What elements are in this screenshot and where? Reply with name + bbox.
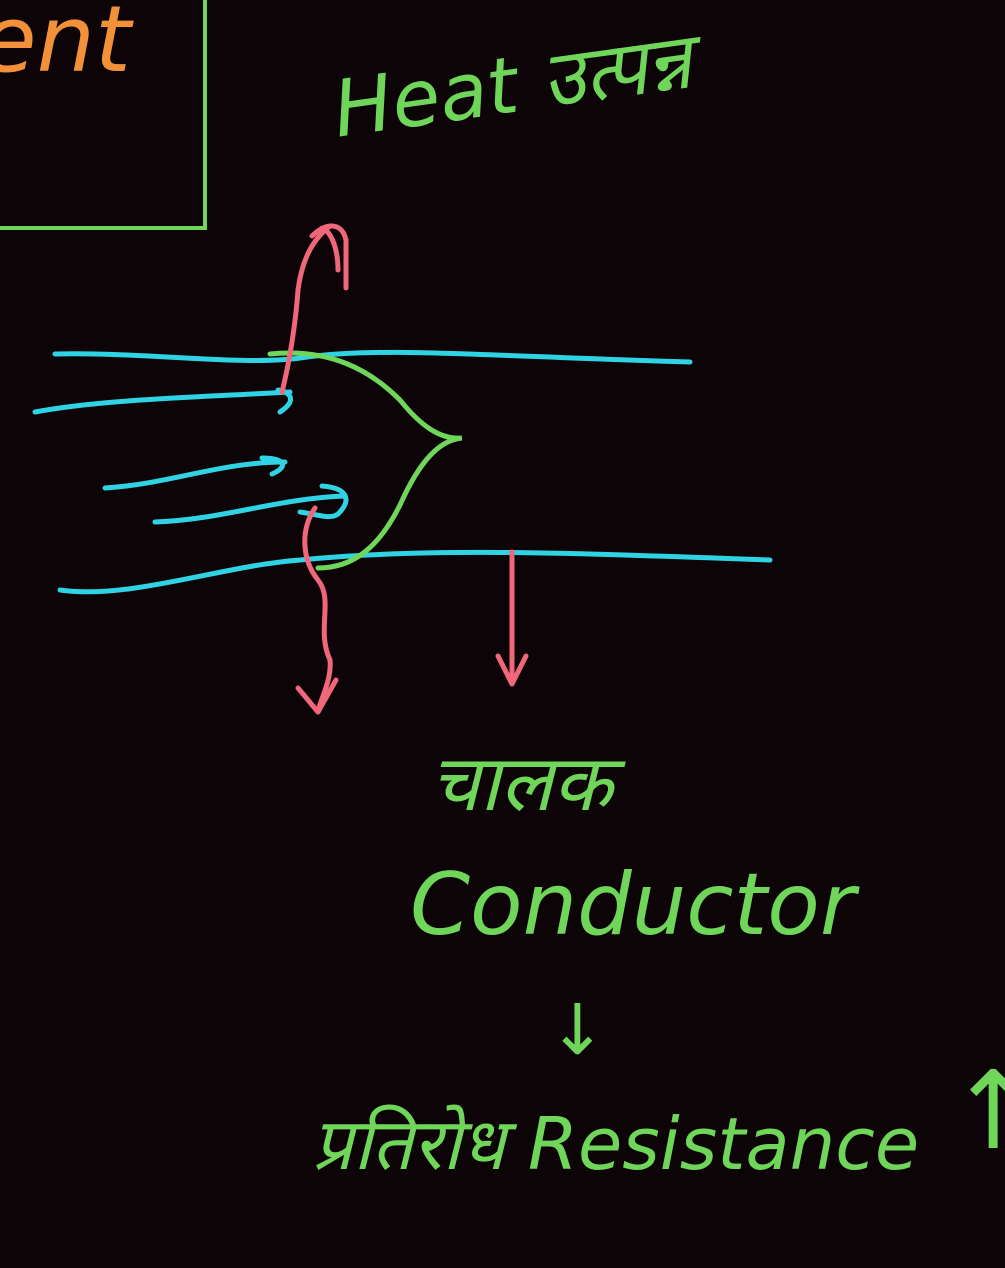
resistance-label: प्रतिरोध Resistance xyxy=(312,1108,919,1180)
flow-arrow-1 xyxy=(35,392,290,412)
conductor-top-line xyxy=(55,352,690,362)
hindi-conductor-label: चालक xyxy=(430,745,613,823)
heat-arrow-up xyxy=(282,226,330,392)
heat-arrow-down xyxy=(305,508,330,712)
corner-text-fragment: ent xyxy=(0,0,131,86)
up-arrow-symbol: ↑ xyxy=(948,1058,1005,1166)
conductor-brace xyxy=(270,353,462,568)
conductor-label: Conductor xyxy=(410,862,855,948)
down-arrow-symbol: ↓ xyxy=(548,995,607,1065)
flow-arrow-2-head xyxy=(262,458,283,474)
conductor-bottom-line xyxy=(60,552,770,591)
heat-arrow-down-head xyxy=(298,680,336,712)
flow-arrow-2 xyxy=(105,462,285,488)
